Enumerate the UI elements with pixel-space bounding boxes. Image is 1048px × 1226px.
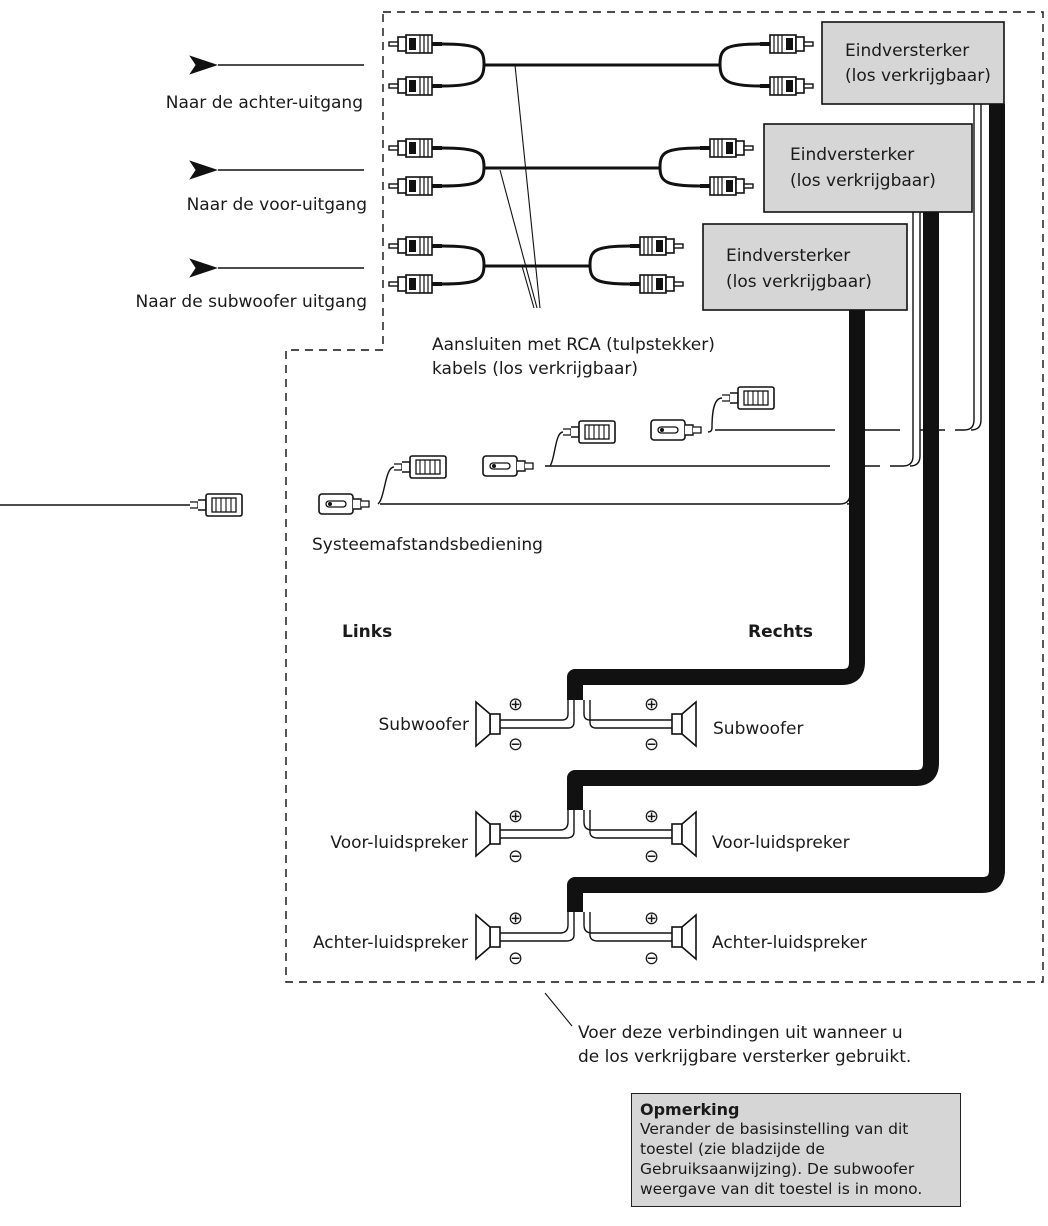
rear-output-label: Naar de achter-uitgang bbox=[166, 93, 363, 113]
svg-text:⊕: ⊕ bbox=[644, 694, 659, 715]
svg-text:⊖: ⊖ bbox=[644, 846, 659, 867]
amplifier-3: Eindversterker (los verkrijgbaar) bbox=[702, 223, 908, 311]
rear-left-speaker bbox=[475, 914, 501, 960]
svg-text:Eindversterker: Eindversterker bbox=[845, 41, 969, 61]
remote-connectors bbox=[318, 386, 775, 515]
speaker-cables bbox=[567, 104, 1005, 912]
svg-text:⊖: ⊖ bbox=[644, 948, 659, 969]
svg-text:⊖: ⊖ bbox=[508, 948, 523, 969]
rear-left-label: Achter-luidspreker bbox=[313, 933, 468, 953]
front-right-label: Voor-luidspreker bbox=[712, 833, 850, 853]
right-side-label: Rechts bbox=[748, 622, 813, 642]
note-title: Opmerking bbox=[640, 1100, 740, 1119]
svg-text:(los verkrijgbaar): (los verkrijgbaar) bbox=[845, 66, 991, 86]
sub-output-label: Naar de subwoofer uitgang bbox=[135, 292, 367, 312]
front-output-label: Naar de voor-uitgang bbox=[187, 195, 367, 215]
svg-text:⊖: ⊖ bbox=[508, 734, 523, 755]
rear-right-label: Achter-luidspreker bbox=[712, 933, 867, 953]
rca-note-line1: Aansluiten met RCA (tulpstekker) bbox=[432, 335, 715, 355]
rca-cable-rear bbox=[389, 34, 814, 96]
svg-text:⊕: ⊕ bbox=[508, 806, 523, 827]
svg-text:⊕: ⊕ bbox=[644, 806, 659, 827]
left-side-label: Links bbox=[342, 622, 392, 642]
front-right-speaker bbox=[672, 812, 696, 856]
sub-right-label: Subwoofer bbox=[713, 719, 804, 739]
sub-left-label: Subwoofer bbox=[379, 715, 470, 735]
note-body: Verander de basisinstelling van dit toes… bbox=[640, 1120, 923, 1198]
connection-callout-line bbox=[544, 992, 573, 1027]
svg-text:(los verkrijgbaar): (los verkrijgbaar) bbox=[726, 272, 872, 292]
sub-right-speaker bbox=[672, 702, 696, 746]
svg-text:⊖: ⊖ bbox=[508, 846, 523, 867]
amplifier-1: Eindversterker (los verkrijgbaar) bbox=[821, 21, 1005, 105]
speaker-wire-pairs bbox=[500, 700, 672, 942]
connection-note-line2: de los verkrijgbare versterker gebruikt. bbox=[578, 1047, 911, 1067]
svg-text:Eindversterker: Eindversterker bbox=[790, 145, 914, 165]
amplifier-2: Eindversterker (los verkrijgbaar) bbox=[763, 123, 973, 213]
connection-note-line1: Voer deze verbindingen uit wanneer u bbox=[578, 1023, 903, 1043]
svg-text:⊕: ⊕ bbox=[644, 908, 659, 929]
note-box: Opmerking Verander de basisinstelling va… bbox=[631, 1093, 961, 1207]
rca-cable-sub bbox=[389, 236, 684, 294]
remote-label: Systeemafstandsbediening bbox=[312, 535, 543, 555]
front-left-speaker bbox=[475, 811, 501, 857]
svg-text:⊕: ⊕ bbox=[508, 694, 523, 715]
svg-text:⊕: ⊕ bbox=[508, 908, 523, 929]
head-unit-remote-plug bbox=[189, 493, 243, 517]
rear-right-speaker bbox=[672, 915, 696, 959]
front-left-label: Voor-luidspreker bbox=[330, 833, 468, 853]
dashed-boundary bbox=[285, 11, 1044, 983]
svg-text:Eindversterker: Eindversterker bbox=[726, 246, 850, 266]
rca-cable-front bbox=[389, 138, 754, 196]
rca-callout-lines bbox=[499, 64, 541, 309]
rca-note-line2: kabels (los verkrijgbaar) bbox=[432, 359, 638, 379]
svg-text:⊖: ⊖ bbox=[644, 734, 659, 755]
polarity-symbols: ⊕ ⊖ ⊕ ⊖ ⊕ ⊖ ⊕ ⊖ ⊕ ⊖ ⊕ ⊖ bbox=[508, 694, 659, 969]
svg-text:(los verkrijgbaar): (los verkrijgbaar) bbox=[790, 171, 936, 191]
sub-left-speaker bbox=[475, 701, 501, 747]
